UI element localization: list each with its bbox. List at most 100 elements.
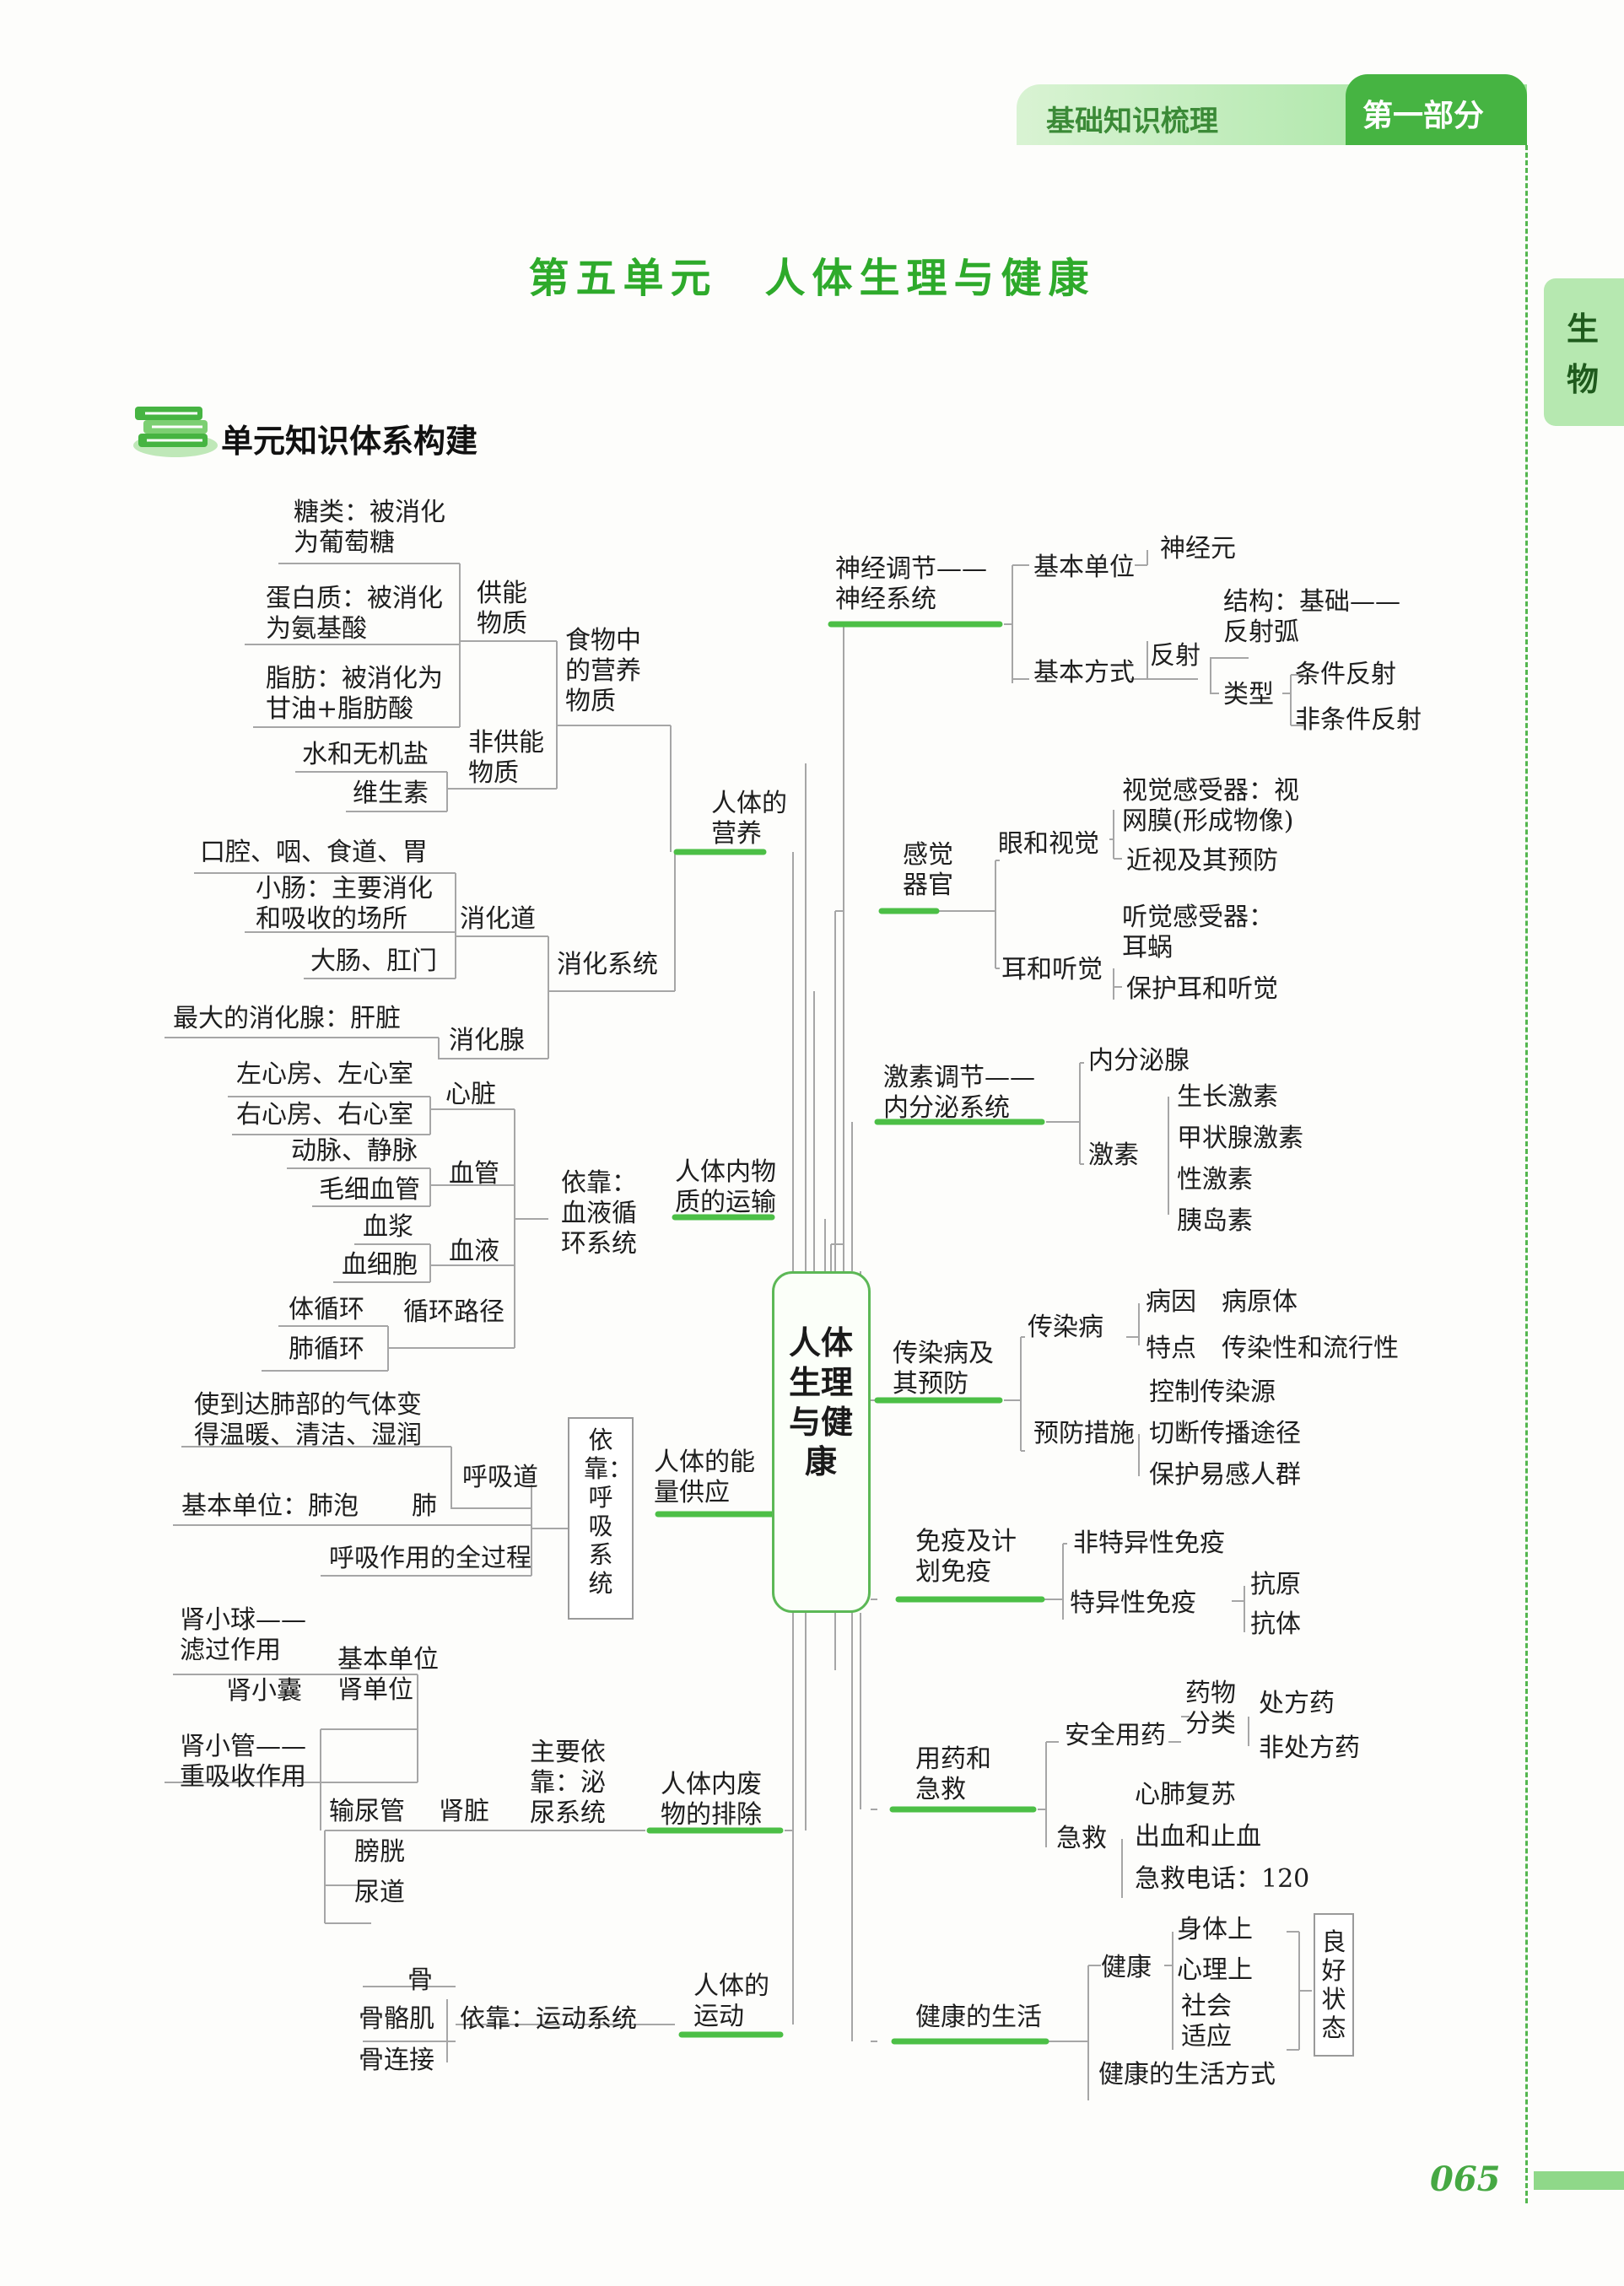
infectious-disease: 传染病 — [1028, 1313, 1103, 1342]
branch-infection: 传染病及 其预防 — [893, 1339, 994, 1399]
liver: 最大的消化腺：肝脏 — [173, 1004, 401, 1033]
safe-medication: 安全用药 — [1065, 1721, 1166, 1750]
health: 健康 — [1101, 1953, 1152, 1982]
books-icon — [133, 407, 218, 457]
otc-drug: 非处方药 — [1259, 1733, 1360, 1763]
prescription-drug: 处方药 — [1259, 1689, 1335, 1718]
control-source: 控制传染源 — [1149, 1378, 1276, 1407]
ear-hearing: 耳和听觉 — [1001, 955, 1103, 984]
emergency-phone: 急救电话：120 — [1135, 1864, 1310, 1894]
branch-nutrition: 人体的 营养 — [711, 789, 787, 849]
blood-cells: 血细胞 — [342, 1250, 418, 1280]
page-title: 第五单元 人体生理与健康 — [528, 255, 1096, 302]
bladder: 膀胱 — [354, 1837, 405, 1867]
digestive-tract: 消化道 — [460, 904, 536, 934]
reflex-type: 类型 — [1223, 680, 1274, 709]
drug-category: 药物 分类 — [1185, 1679, 1236, 1739]
hearing-protection: 保护耳和听觉 — [1126, 974, 1278, 1004]
reflex-structure: 结构：基础—— 反射弧 — [1223, 587, 1400, 647]
glomerulus: 肾小球—— 滤过作用 — [180, 1605, 306, 1665]
heart: 心脏 — [445, 1080, 496, 1109]
left-heart: 左心房、左心室 — [236, 1059, 413, 1089]
bone: 骨 — [407, 1965, 433, 1995]
page-number: 065 — [1430, 2159, 1501, 2199]
large-intestine: 大肠、肛门 — [310, 946, 437, 976]
header-section-label: 基础知识梳理 — [1046, 105, 1218, 138]
systemic-circulation: 体循环 — [289, 1295, 364, 1324]
skeletal-muscle: 骨骼肌 — [359, 2004, 434, 2034]
growth-hormone: 生长激素 — [1177, 1082, 1278, 1112]
sugar-digestion: 糖类：被消化 为葡萄糖 — [294, 498, 445, 558]
protein-digestion: 蛋白质：被消化 为氨基酸 — [266, 584, 443, 644]
social-adaptation: 社会 适应 — [1181, 1992, 1232, 2051]
thyroid-hormone: 甲状腺激素 — [1177, 1124, 1303, 1153]
respiratory-system-box — [568, 1417, 634, 1620]
respiratory-system-rely: 依靠：呼吸系统 — [584, 1426, 634, 1598]
urinary-system-rely: 主要依 靠：泌 尿系统 — [530, 1738, 606, 1828]
auditory-receptor: 听觉感受器： 耳蜗 — [1122, 903, 1274, 962]
branch-senses: 感觉 器官 — [903, 840, 953, 900]
blood-vessels: 血管 — [449, 1159, 499, 1189]
alveolus-unit: 基本单位：肺泡 — [181, 1491, 359, 1521]
good-state-box — [1314, 1913, 1354, 2057]
blood: 血液 — [449, 1237, 499, 1266]
kidney: 肾脏 — [439, 1797, 489, 1826]
water-minerals: 水和无机盐 — [302, 740, 429, 769]
nervous-basic-unit: 基本单位 — [1033, 553, 1135, 582]
subject-side-tab — [1544, 278, 1624, 426]
cpr: 心肺复苏 — [1135, 1780, 1236, 1809]
prevention-measures: 预防措施 — [1033, 1419, 1135, 1448]
cut-transmission: 切断传播途径 — [1149, 1419, 1301, 1448]
eye-vision: 眼和视觉 — [998, 829, 1099, 859]
branch-nervous: 神经调节—— 神经系统 — [835, 554, 987, 614]
plasma: 血浆 — [363, 1212, 413, 1242]
respiration-process: 呼吸作用的全过程 — [329, 1544, 531, 1573]
vitamins: 维生素 — [353, 779, 429, 808]
branch-excretion: 人体内废 物的排除 — [661, 1770, 762, 1830]
capillaries: 毛细血管 — [319, 1175, 420, 1205]
page-number-bar — [1534, 2171, 1624, 2190]
digestive-system: 消化系统 — [557, 950, 658, 979]
bleeding-control: 出血和止血 — [1135, 1822, 1261, 1852]
renal-capsule: 肾小囊 — [226, 1676, 302, 1706]
digestive-gland: 消化腺 — [449, 1026, 525, 1055]
specific-immunity: 特异性免疫 — [1070, 1588, 1196, 1618]
disease-feature: 特点 传染性和流行性 — [1146, 1334, 1399, 1363]
food-nutrients: 食物中 的营养 物质 — [565, 626, 641, 716]
branch-transport: 人体内物 质的运输 — [675, 1157, 776, 1217]
unconditioned-reflex: 非条件反射 — [1295, 705, 1422, 735]
ureter: 输尿管 — [329, 1797, 405, 1826]
sex-hormone: 性激素 — [1177, 1165, 1253, 1194]
branch-medicine: 用药和 急救 — [915, 1744, 991, 1804]
center-node — [772, 1271, 871, 1613]
healthy-lifestyle: 健康的生活方式 — [1098, 2060, 1276, 2089]
urethra: 尿道 — [354, 1878, 405, 1907]
pulmonary-circulation: 肺循环 — [289, 1334, 364, 1364]
subject-label: 生 物 — [1566, 310, 1599, 398]
myopia: 近视及其预防 — [1126, 846, 1278, 876]
arteries-veins: 动脉、静脉 — [291, 1136, 418, 1166]
renal-tubule: 肾小管—— 重吸收作用 — [180, 1732, 306, 1792]
airway-function: 使到达肺部的气体变 得温暖、清洁、湿润 — [194, 1390, 422, 1450]
endocrine-gland: 内分泌腺 — [1088, 1046, 1190, 1076]
first-aid: 急救 — [1056, 1824, 1107, 1853]
fat-digestion: 脂肪：被消化为 甘油+脂肪酸 — [266, 664, 443, 724]
motor-system-rely: 依靠：运动系统 — [460, 2004, 637, 2034]
section-title: 单元知识体系构建 — [221, 423, 478, 460]
respiratory-tract: 呼吸道 — [462, 1463, 538, 1492]
margin-dashed-line — [1525, 145, 1528, 2203]
insulin: 胰岛素 — [1177, 1206, 1253, 1236]
antigen: 抗原 — [1250, 1570, 1301, 1599]
nervous-basic-way: 基本方式 — [1033, 658, 1135, 687]
header-part-label: 第一部分 — [1362, 99, 1485, 133]
center-title: 人体生理与健康 — [789, 1324, 854, 1480]
non-energy-substances: 非供能 物质 — [468, 728, 544, 788]
neuron: 神经元 — [1160, 534, 1236, 563]
visual-receptor: 视觉感受器：视 网膜(形成物像) — [1122, 776, 1299, 836]
circulation-system-rely: 依靠： 血液循 环系统 — [561, 1168, 637, 1259]
lung: 肺 — [412, 1491, 437, 1521]
branch-hormone: 激素调节—— 内分泌系统 — [883, 1063, 1035, 1123]
hormones: 激素 — [1088, 1140, 1139, 1170]
conditioned-reflex: 条件反射 — [1295, 660, 1396, 689]
